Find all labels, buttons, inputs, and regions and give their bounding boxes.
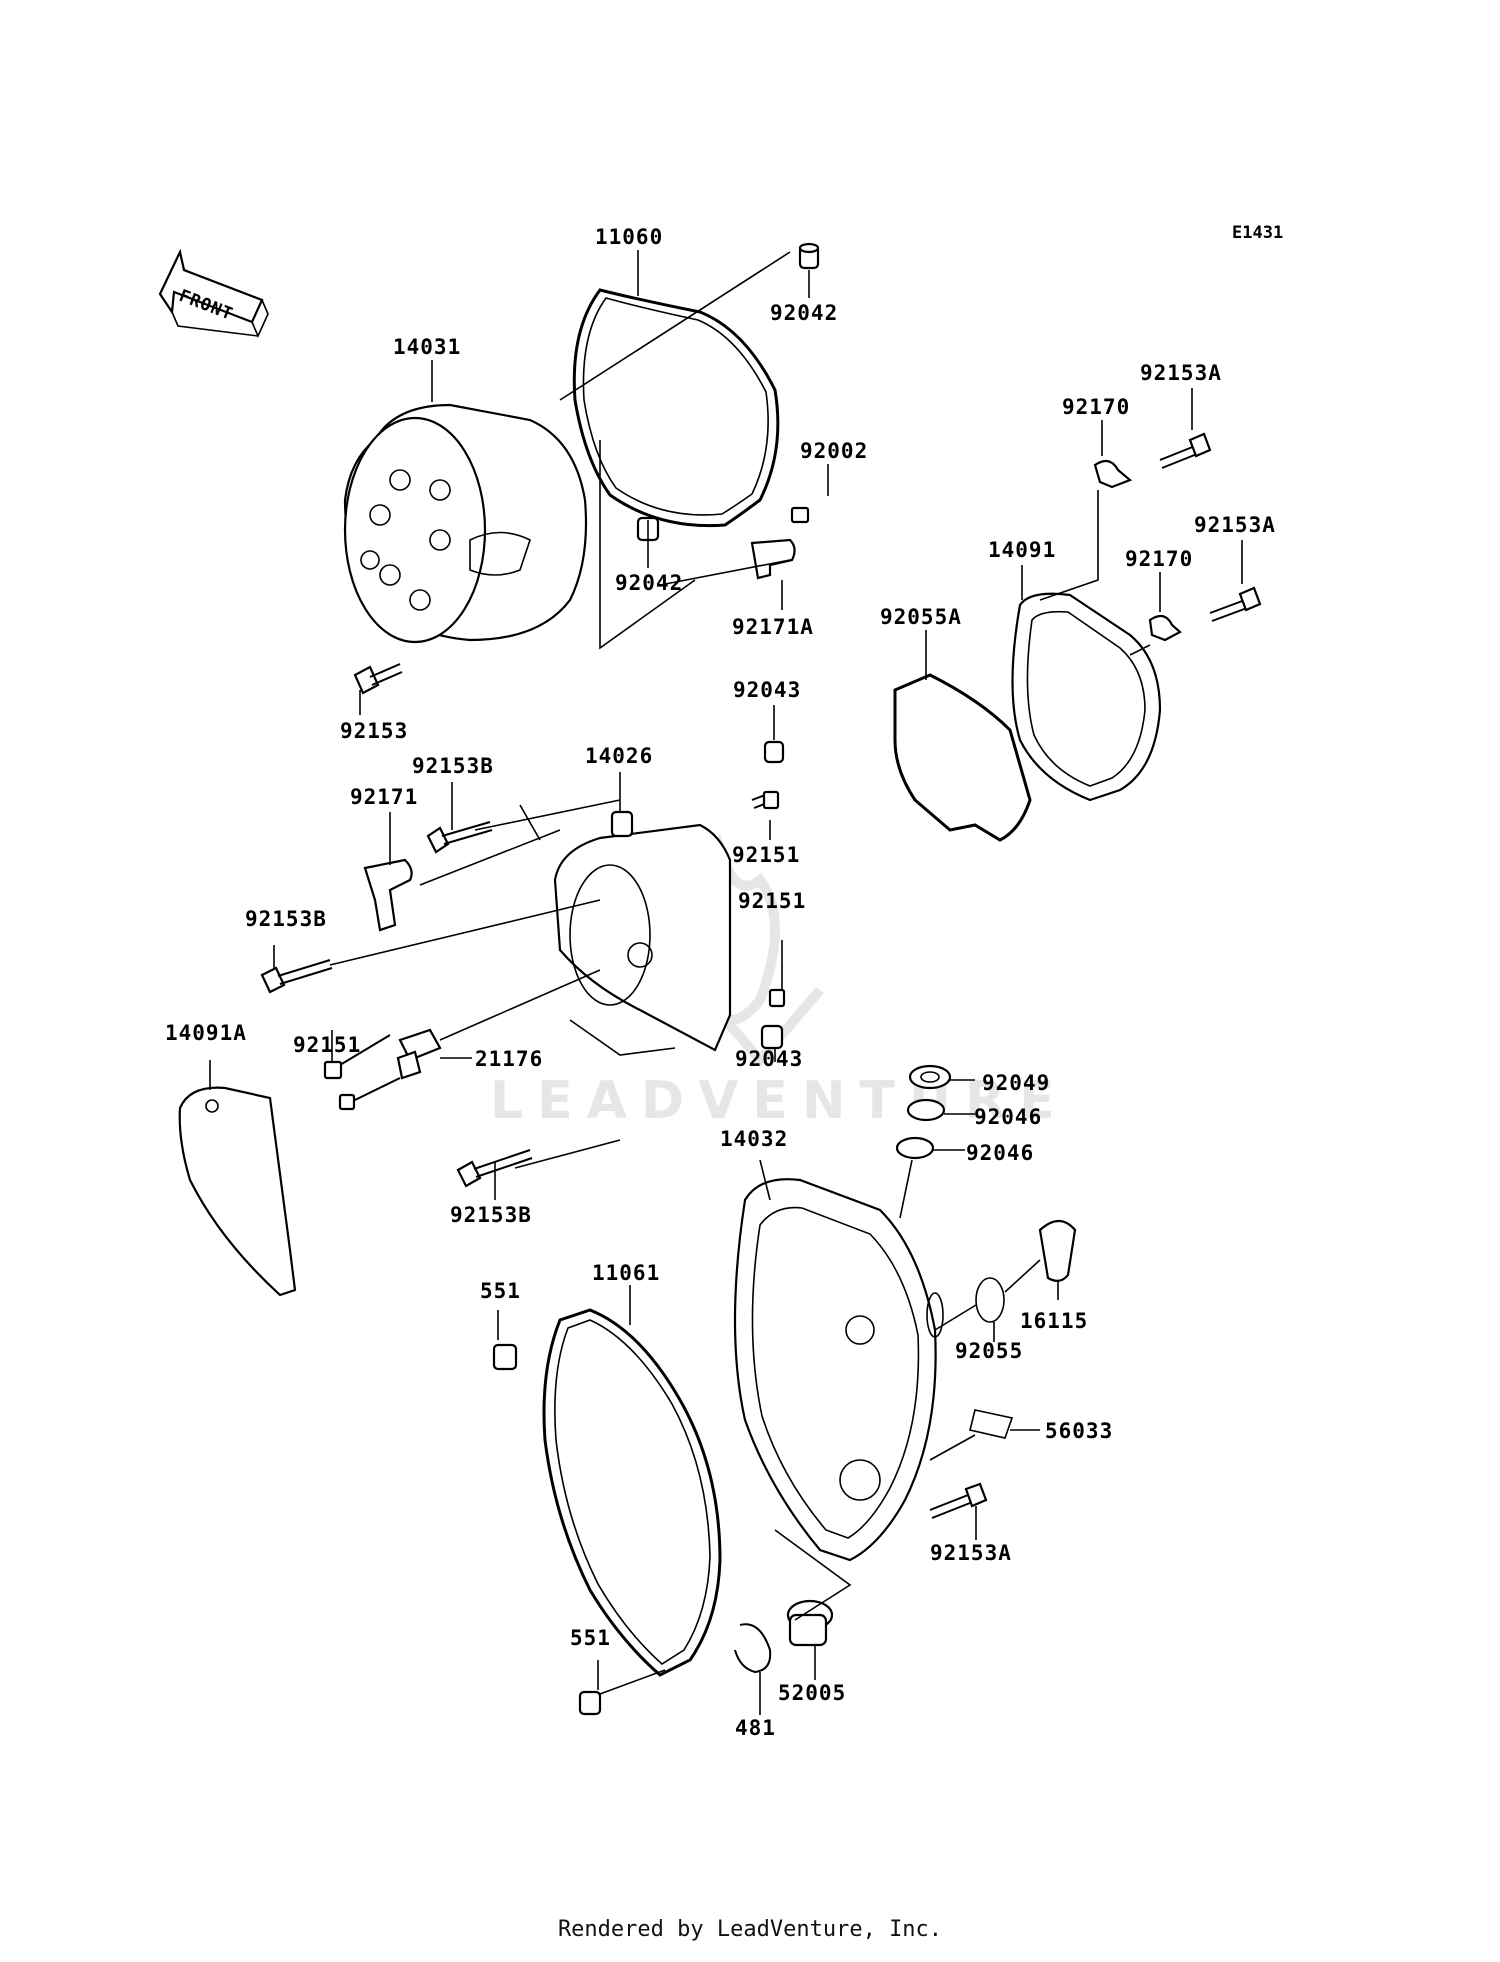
watermark-text: LEADVENTURE <box>490 1071 1069 1131</box>
cover-14026 <box>553 810 732 1052</box>
label-92153A-bot: 92153A <box>930 1541 1012 1565</box>
label-92151-a: 92151 <box>732 843 800 867</box>
bolt-92153B-top <box>426 821 493 854</box>
label-551-top: 551 <box>480 1279 521 1303</box>
label-92055: 92055 <box>955 1339 1023 1363</box>
cap-16115 <box>1038 1219 1077 1282</box>
bolt-92153A-top <box>1159 432 1212 469</box>
cover-14091A <box>178 1086 297 1297</box>
label-92153B-top: 92153B <box>412 754 494 778</box>
gasket-92055A <box>893 673 1032 842</box>
label-92043-bot: 92043 <box>735 1047 803 1071</box>
clamp-92171A <box>750 538 796 580</box>
label-92151-c: 92151 <box>293 1033 361 1057</box>
label-92170-mid: 92170 <box>1125 547 1193 571</box>
label-92171: 92171 <box>350 785 418 809</box>
label-92055A: 92055A <box>880 605 962 629</box>
footer-credit: Rendered by LeadVenture, Inc. <box>557 1917 943 1942</box>
label-92153B-mid: 92153B <box>245 907 327 931</box>
label-92002: 92002 <box>800 439 868 463</box>
bolt-92153A-mid <box>1209 586 1262 622</box>
bolt-92153A-bot <box>929 1482 988 1519</box>
label-551-bot: 551 <box>570 1626 611 1650</box>
label-92151-b: 92151 <box>738 889 806 913</box>
oring-92055 <box>975 1277 1005 1323</box>
cover-14032 <box>733 1178 944 1562</box>
bearing-92046-b <box>895 1136 935 1160</box>
label-92171A: 92171A <box>732 615 814 639</box>
label-21176: 21176 <box>475 1047 543 1071</box>
sensor-21176 <box>338 1028 442 1111</box>
label-52005: 52005 <box>778 1681 846 1705</box>
gasket-11061 <box>542 1308 722 1677</box>
clip-92170-mid <box>1148 614 1182 642</box>
dowel-551-top <box>492 1343 518 1371</box>
label-92153: 92153 <box>340 719 408 743</box>
bolt-92151-b <box>768 988 786 1008</box>
label-14091: 14091 <box>988 538 1056 562</box>
label-481: 481 <box>735 1716 776 1740</box>
gear-52005 <box>786 1599 834 1647</box>
alternator-cover-14031 <box>343 403 588 644</box>
label-14032: 14032 <box>720 1127 788 1151</box>
bolt-92153B-mid <box>260 959 333 994</box>
bearing-92046-a <box>906 1098 946 1122</box>
label-56033: 56033 <box>1045 1419 1113 1443</box>
clip-92170-top <box>1093 459 1133 489</box>
label-92046-b: 92046 <box>966 1141 1034 1165</box>
label-14031: 14031 <box>393 335 461 359</box>
label-92046-a: 92046 <box>974 1105 1042 1129</box>
gasket-11060-inner <box>582 297 769 516</box>
cover-14091 <box>1011 592 1162 802</box>
bolt-92153B-bot <box>456 1149 533 1188</box>
label-92042-top: 92042 <box>770 301 838 325</box>
diagram-code: E1431 <box>1232 223 1283 243</box>
label-92042-mid: 92042 <box>615 571 683 595</box>
label-56033 <box>969 1409 1014 1439</box>
dowel-551-bot <box>578 1690 602 1716</box>
seal-92049 <box>908 1064 952 1090</box>
dowel-92043-bot <box>760 1024 784 1050</box>
clamp-92171 <box>363 858 413 932</box>
circlip-481 <box>734 1623 772 1674</box>
label-92049: 92049 <box>982 1071 1050 1095</box>
dowel-92042-top <box>798 242 820 270</box>
label-11061: 11061 <box>592 1261 660 1285</box>
bolt-92151-c <box>323 1034 391 1080</box>
label-14091A: 14091A <box>165 1021 247 1045</box>
label-11060: 11060 <box>595 225 663 249</box>
bolt-92151-a <box>751 790 780 810</box>
label-92153A-mid: 92153A <box>1194 513 1276 537</box>
gasket-11061-inner <box>554 1319 711 1665</box>
label-92153B-bot: 92153B <box>450 1203 532 1227</box>
dowel-92043-top <box>763 740 785 764</box>
bolt-92153 <box>353 663 403 695</box>
label-16115: 16115 <box>1020 1309 1088 1333</box>
leader-lines <box>209 250 1243 1715</box>
label-92153A-top: 92153A <box>1140 361 1222 385</box>
label-92043-top: 92043 <box>733 678 801 702</box>
gasket-11060-shape <box>572 288 780 528</box>
bolt-92002 <box>790 506 810 524</box>
label-14026: 14026 <box>585 744 653 768</box>
front-arrow-icon: FRONT <box>158 248 269 338</box>
label-92170-top: 92170 <box>1062 395 1130 419</box>
